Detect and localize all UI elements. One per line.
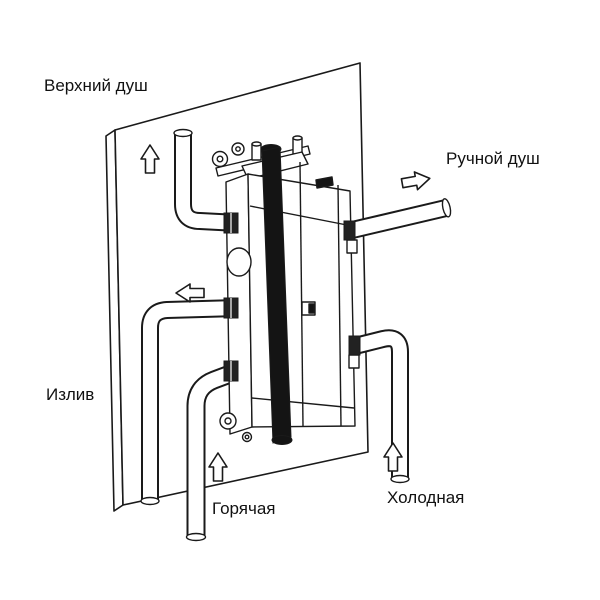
label-hand-shower: Ручной душ — [446, 149, 540, 168]
pipe-hand-shower — [345, 198, 452, 240]
flow-arrow-cold-icon — [383, 442, 403, 472]
top-tab — [315, 176, 334, 189]
flow-arrow-top-shower-icon — [140, 144, 160, 174]
flow-arrow-hot-icon — [208, 452, 228, 482]
panel-seam — [251, 397, 355, 409]
flow-arrow-spout-icon — [175, 283, 205, 303]
bottom-screw-hole — [244, 434, 250, 440]
panel-seam — [337, 184, 342, 427]
side-clip — [348, 354, 360, 369]
port-fittings — [223, 212, 361, 382]
screw-post-top — [292, 135, 303, 141]
mounting-lug-hole — [235, 146, 241, 152]
pipe-open-end — [185, 532, 207, 542]
port-fitting-cold — [348, 335, 361, 356]
mounting-lug-hole — [224, 417, 232, 425]
pipe-open-end — [140, 496, 160, 506]
pipe-spout — [140, 299, 239, 506]
label-top-shower: Верхний душ — [44, 76, 148, 95]
labels: Верхний душ Ручной душ Излив Горячая Хол… — [44, 76, 540, 518]
screw-post-top — [251, 141, 262, 147]
flow-arrows — [140, 144, 431, 482]
strap-bottom-loop — [271, 435, 293, 445]
mounting-lugs — [211, 142, 253, 443]
pipe-top-shower — [173, 128, 239, 232]
label-hot: Горячая — [212, 499, 276, 518]
pipe-open-end — [173, 128, 193, 138]
mounting-lug-hole — [216, 155, 224, 163]
label-cold: Холодная — [387, 488, 464, 507]
side-clip — [346, 239, 358, 254]
panel-seam — [299, 161, 304, 427]
port-fitting-hand-shower — [343, 220, 356, 241]
pipe-open-end — [390, 474, 410, 484]
protection-strap — [260, 144, 293, 445]
strap-band — [261, 146, 292, 444]
pipe-hot — [185, 362, 242, 542]
pipe-cold — [352, 329, 410, 484]
clip-window-latch — [308, 303, 315, 314]
pipe-open-end — [441, 198, 452, 218]
diverter-port-circle — [226, 247, 252, 277]
label-spout: Излив — [46, 385, 94, 404]
flow-arrow-hand-shower-icon — [400, 171, 431, 191]
